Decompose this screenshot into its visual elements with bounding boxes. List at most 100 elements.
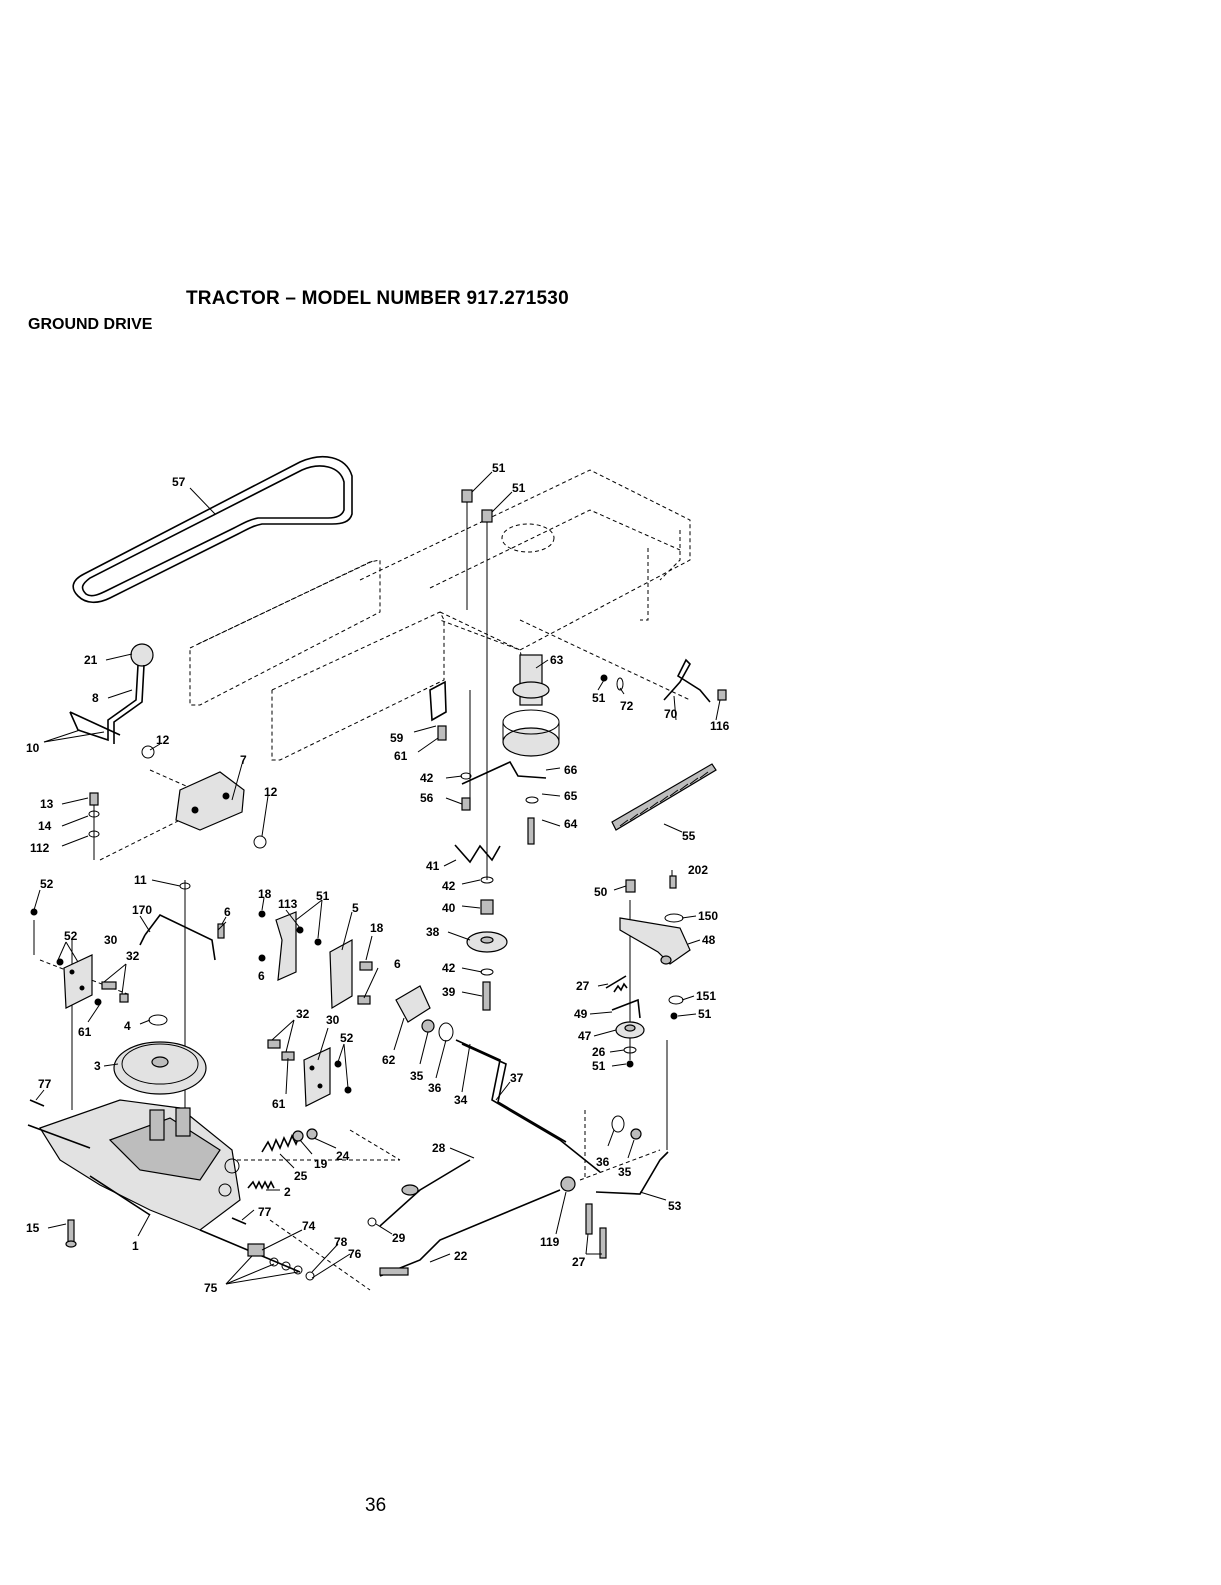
page-number: 36 [365,1495,387,1516]
callout-6: 6 [224,905,231,919]
callout-51: 51 [592,1059,606,1073]
callout-116: 116 [710,719,730,733]
callout-65: 65 [564,789,578,803]
callout-6: 6 [394,957,401,971]
callout-50: 50 [594,885,608,899]
callout-42: 42 [442,879,456,893]
frame-illustration [189,469,691,761]
center-idler-stack-illustration [429,654,560,1011]
transaxle-pulley-illustration [113,1014,207,1095]
callout-170: 170 [132,903,152,917]
callout-42: 42 [420,771,434,785]
linkage-rods-illustration [367,1151,669,1277]
callout-14: 14 [38,819,52,833]
callout-113: 113 [278,897,298,911]
callout-3: 3 [94,1059,101,1073]
callout-22: 22 [454,1249,468,1263]
callout-19: 19 [314,1157,328,1171]
callout-119: 119 [540,1235,560,1249]
callout-7: 7 [240,753,247,767]
callout-75: 75 [204,1281,218,1295]
callout-52: 52 [340,1031,354,1045]
callout-38: 38 [426,925,440,939]
callout-66: 66 [564,763,578,777]
callout-12: 12 [156,733,170,747]
callout-74: 74 [302,1219,316,1233]
callout-21: 21 [84,653,98,667]
callout-53: 53 [668,1199,682,1213]
callout-49: 49 [574,1007,588,1021]
callout-64: 64 [564,817,578,831]
callout-12: 12 [264,785,278,799]
callout-6: 6 [258,969,265,983]
callout-51: 51 [592,691,606,705]
callout-40: 40 [442,901,456,915]
right-hardware-illustration [600,658,727,831]
callout-18: 18 [370,921,384,935]
callout-51: 51 [698,1007,712,1021]
callout-61: 61 [78,1025,92,1039]
callout-77: 77 [38,1077,52,1091]
callout-70: 70 [664,707,678,721]
callout-150: 150 [698,909,718,923]
callout-8: 8 [92,691,99,705]
callout-202: 202 [688,863,708,877]
callout-37: 37 [510,1071,524,1085]
top-nuts-illustration [461,489,493,523]
callout-13: 13 [40,797,54,811]
lower-right-hardware-illustration [585,1115,642,1259]
callout-78: 78 [334,1235,348,1249]
callout-48: 48 [702,933,716,947]
callout-63: 63 [550,653,564,667]
callout-11: 11 [134,873,147,887]
springs-illustration [247,1128,318,1190]
callout-26: 26 [592,1045,606,1059]
callout-52: 52 [40,877,54,891]
callout-42: 42 [442,961,456,975]
callout-10: 10 [26,741,40,755]
center-brackets-illustration [258,910,373,1010]
left-mount-bracket-illustration [56,954,129,1009]
shift-bracket-illustration [141,745,267,849]
callout-52: 52 [64,929,78,943]
callout-51: 51 [316,889,330,903]
hardware-left-illustration [30,792,191,916]
callout-4: 4 [124,1019,131,1033]
callout-62: 62 [382,1053,396,1067]
callout-56: 56 [420,791,434,805]
callout-55: 55 [682,829,696,843]
callout-32: 32 [126,949,140,963]
callout-39: 39 [442,985,456,999]
callout-2: 2 [284,1185,291,1199]
shift-lever-illustration [69,643,154,744]
callout-30: 30 [104,933,118,947]
callout-35: 35 [410,1069,424,1083]
callout-34: 34 [454,1093,468,1107]
transaxle-illustration [27,1099,301,1273]
callout-29: 29 [392,1231,406,1245]
callout-76: 76 [348,1247,362,1261]
callout-1: 1 [132,1239,139,1253]
callout-51: 51 [512,481,526,495]
callout-36: 36 [428,1081,442,1095]
callout-15: 15 [26,1221,40,1235]
callout-30: 30 [326,1013,340,1027]
callout-24: 24 [336,1149,350,1163]
callout-35: 35 [618,1165,632,1179]
callout-25: 25 [294,1169,308,1183]
callout-32: 32 [296,1007,310,1021]
section-title: GROUND DRIVE [28,316,153,333]
callout-leader-lines [33,471,721,1285]
callout-51: 51 [492,461,506,475]
callout-5: 5 [352,901,359,915]
callout-47: 47 [578,1029,592,1043]
callout-72: 72 [620,699,634,713]
drive-belt-illustration [72,455,353,604]
axle-hardware-illustration [29,1099,315,1281]
pedal-shaft-illustration [395,985,601,1173]
lower-center-bracket-illustration [267,1039,352,1107]
callout-61: 61 [394,749,408,763]
control-rod-illustration [139,913,225,961]
